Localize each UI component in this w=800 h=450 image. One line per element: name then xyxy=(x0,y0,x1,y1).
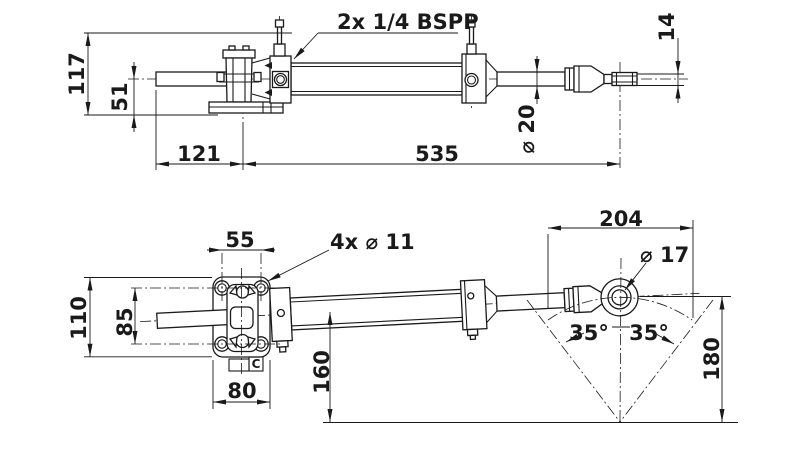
base-plate-side xyxy=(208,101,284,114)
bleed-nipple-icon xyxy=(264,62,272,69)
pedestal-clamp xyxy=(216,45,262,103)
clamp-boss xyxy=(226,283,259,353)
dim-plate-length: 110 xyxy=(67,296,91,340)
dim-overall-height: 117 xyxy=(65,52,89,96)
dim-hole-spacing-width: 55 xyxy=(225,228,254,252)
plan-rod-left xyxy=(156,309,230,329)
bleed-nipple-icon xyxy=(264,89,272,96)
ports-label: 2x 1/4 BSPP xyxy=(337,10,479,34)
cylinder-tube xyxy=(290,62,464,96)
dim-end-clevis-width: 14 xyxy=(655,12,679,41)
dim-rod-diameter: ⌀ 20 xyxy=(515,104,539,153)
plan-end-cap xyxy=(459,278,498,341)
dim-centerline-to-base: 51 xyxy=(108,82,132,111)
piston-rod-right xyxy=(496,71,566,87)
head-transition xyxy=(251,57,271,100)
plan-valve-block xyxy=(268,286,293,353)
dim-stroke-travel: 204 xyxy=(599,207,643,231)
side-view-dimensions: 117 51 121 535 14 ⌀ 20 2x 1/4 B xyxy=(65,10,684,170)
swing-geometry xyxy=(323,257,738,423)
dim-mount-to-balljoint: 535 xyxy=(415,142,459,166)
datum-label: C xyxy=(252,357,261,371)
port-fitting-left xyxy=(273,19,286,57)
dim-swing-angle-right: 35° xyxy=(629,321,669,345)
clamp-pivot-bottom xyxy=(235,333,250,349)
plan-rod-right xyxy=(495,291,566,312)
mounting-holes-label: 4x ⌀ 11 xyxy=(330,230,415,254)
dim-swing-angle-left: 35° xyxy=(569,321,609,345)
dim-hole-spacing-length: 85 xyxy=(113,307,137,336)
end-cap xyxy=(461,53,498,104)
swing-arc xyxy=(547,296,693,321)
side-view: 117 51 121 535 14 ⌀ 20 2x 1/4 B xyxy=(65,10,688,170)
rod-end-assembly xyxy=(496,65,638,93)
plan-cylinder-tube xyxy=(289,288,465,331)
plan-view: C 204 ⌀ 17 55 4x ⌀ 11 xyxy=(67,207,738,423)
plan-centerlines xyxy=(131,253,281,374)
datum-c: C xyxy=(228,356,264,372)
dim-balljoint-bore: ⌀ 17 xyxy=(640,243,689,267)
port-fitting-right xyxy=(466,19,477,55)
side-view-cylinder xyxy=(155,19,638,114)
dim-centerline-offset: 160 xyxy=(310,350,334,394)
valve-block xyxy=(264,55,292,104)
balljoint-edge xyxy=(611,71,638,87)
dim-plate-width: 80 xyxy=(227,379,256,403)
plan-view-dimensions: 204 ⌀ 17 55 4x ⌀ 11 110 85 80 16 xyxy=(67,207,731,422)
dim-tiller-arc-radius: 180 xyxy=(700,337,724,381)
dim-rod-protrusion: 121 xyxy=(177,142,221,166)
